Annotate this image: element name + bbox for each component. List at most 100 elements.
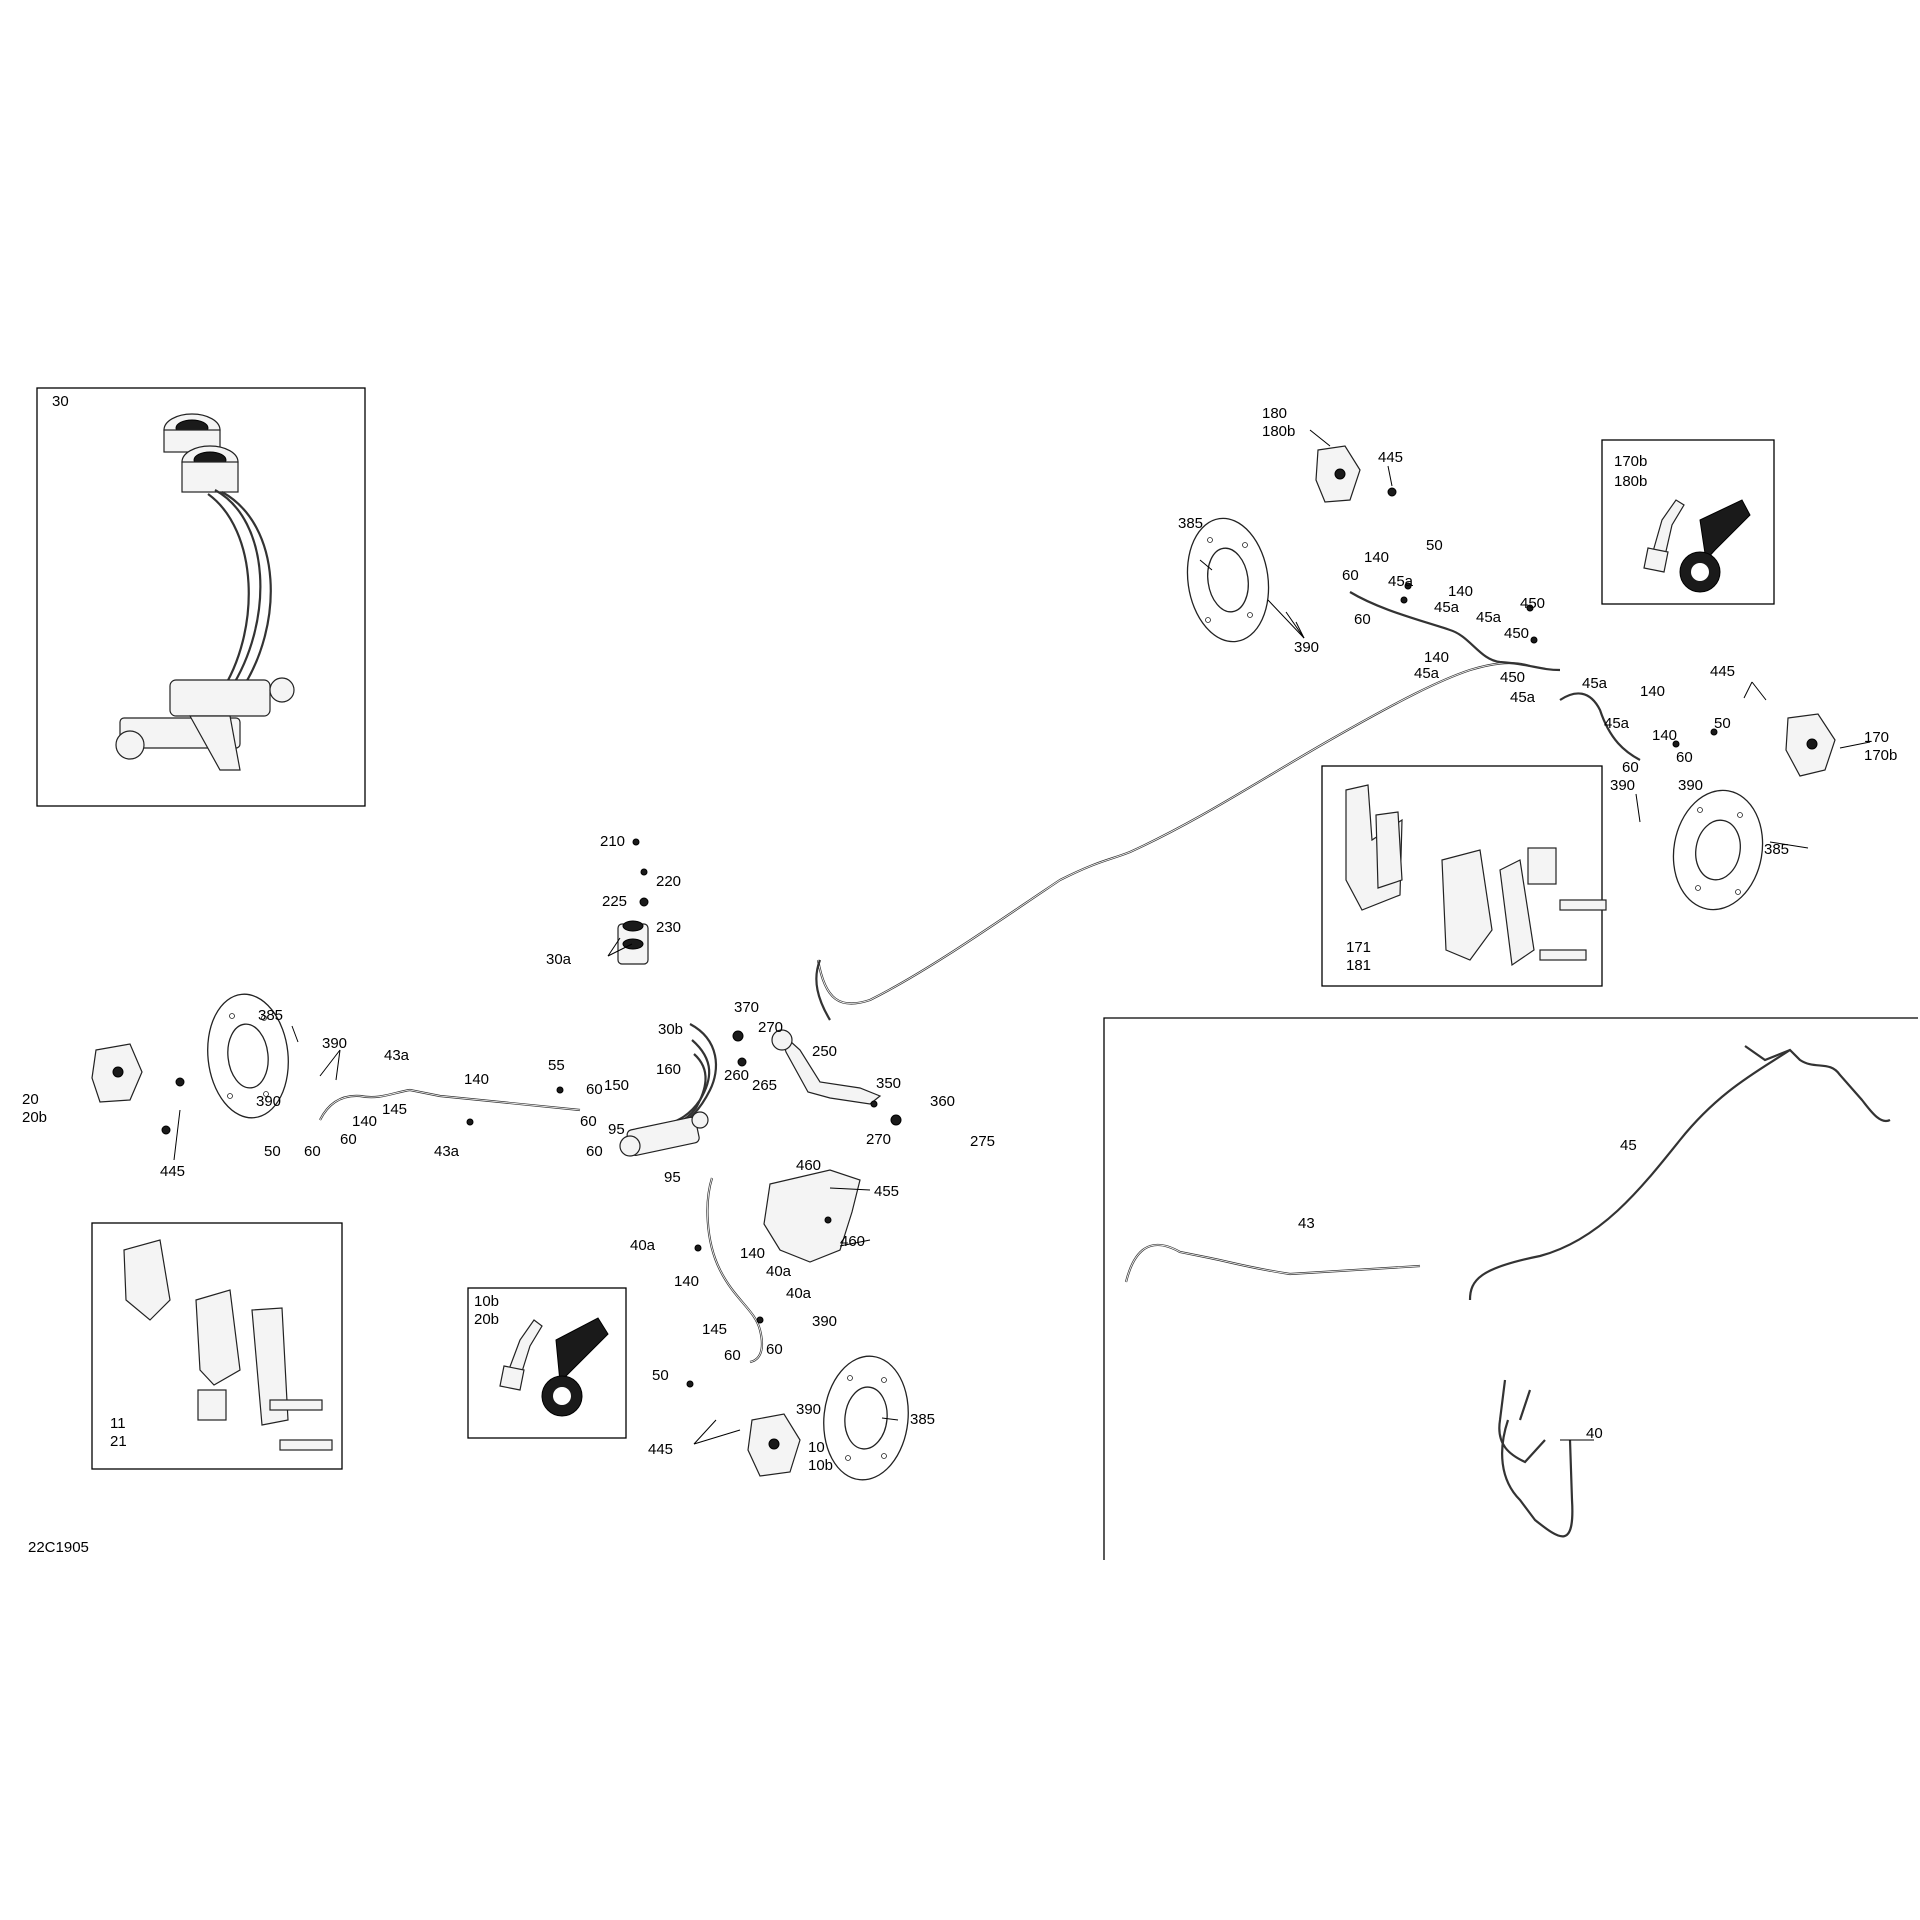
main-brake-line	[319, 591, 1641, 1364]
master-cylinder-30a	[617, 920, 649, 965]
label-260: 260	[724, 1067, 749, 1084]
label-20b: 20b	[22, 1109, 47, 1126]
callout-labels: 30 180 180b 445 385 50 140 60 45a 140 45…	[22, 393, 1897, 1556]
label-50: 50	[1426, 537, 1443, 554]
label-60: 60	[724, 1347, 741, 1364]
label-390: 390	[796, 1401, 821, 1418]
label-40a: 40a	[766, 1263, 792, 1280]
label-170b: 170b	[1864, 747, 1897, 764]
label-230: 230	[656, 919, 681, 936]
inset-bleeder-170b-180b	[1601, 439, 1775, 605]
label-390: 390	[1294, 639, 1319, 656]
label-30a: 30a	[546, 951, 572, 968]
label-43a: 43a	[384, 1047, 410, 1064]
brake-disc-bottom	[823, 1355, 909, 1481]
inset-master-cylinder-30	[36, 387, 366, 807]
fasteners	[161, 487, 1718, 1388]
label-390: 390	[1678, 777, 1703, 794]
label-10b: 10b	[808, 1457, 833, 1474]
caliper-top-180	[1315, 445, 1361, 503]
label-45a: 45a	[1388, 573, 1414, 590]
label-45a: 45a	[1476, 609, 1502, 626]
label-180: 180	[1262, 405, 1287, 422]
label-150: 150	[604, 1077, 629, 1094]
label-390: 390	[812, 1313, 837, 1330]
leader-lines	[173, 429, 1871, 1445]
label-445: 445	[160, 1163, 185, 1180]
label-171: 171	[1346, 939, 1371, 956]
label-450: 450	[1500, 669, 1525, 686]
label-60: 60	[1622, 759, 1639, 776]
label-40a: 40a	[786, 1285, 812, 1302]
label-140: 140	[1424, 649, 1449, 666]
label-11: 11	[110, 1415, 126, 1432]
label-265: 265	[752, 1077, 777, 1094]
label-60: 60	[1676, 749, 1693, 766]
caliper-left-20	[91, 1043, 143, 1103]
label-160: 160	[656, 1061, 681, 1078]
label-270: 270	[866, 1131, 891, 1148]
label-50: 50	[652, 1367, 669, 1384]
inset-brake-pads-171-181	[1321, 765, 1607, 987]
label-445: 445	[1378, 449, 1403, 466]
label-250: 250	[812, 1043, 837, 1060]
label-170b: 170b	[1614, 453, 1647, 470]
label-450: 450	[1520, 595, 1545, 612]
label-270: 270	[758, 1019, 783, 1036]
label-455: 455	[874, 1183, 899, 1200]
label-385: 385	[258, 1007, 283, 1024]
label-20b: 20b	[474, 1311, 499, 1328]
label-40: 40	[1586, 1425, 1603, 1442]
label-40a: 40a	[630, 1237, 656, 1254]
label-180b: 180b	[1262, 423, 1295, 440]
label-95: 95	[664, 1169, 681, 1186]
label-225: 225	[602, 893, 627, 910]
label-60: 60	[766, 1341, 783, 1358]
label-45a: 45a	[1434, 599, 1460, 616]
label-181: 181	[1346, 957, 1371, 974]
label-140: 140	[740, 1245, 765, 1262]
label-210: 210	[600, 833, 625, 850]
label-140: 140	[352, 1113, 377, 1130]
heat-shield-455	[763, 1169, 861, 1263]
label-30: 30	[52, 393, 69, 410]
label-10: 10	[808, 1439, 825, 1456]
label-450: 450	[1504, 625, 1529, 642]
label-45a: 45a	[1510, 689, 1536, 706]
master-cylinder-central	[619, 1111, 709, 1157]
label-10b: 10b	[474, 1293, 499, 1310]
label-95: 95	[608, 1121, 625, 1138]
label-60: 60	[1354, 611, 1371, 628]
brake-disc-top	[1186, 517, 1270, 643]
label-50: 50	[264, 1143, 281, 1160]
label-140: 140	[464, 1071, 489, 1088]
label-170: 170	[1864, 729, 1889, 746]
label-145: 145	[702, 1321, 727, 1338]
label-60: 60	[586, 1081, 603, 1098]
diagram-code: 22C1905	[28, 1539, 89, 1556]
label-45a: 45a	[1414, 665, 1440, 682]
label-460: 460	[840, 1233, 865, 1250]
label-140: 140	[1640, 683, 1665, 700]
label-45: 45	[1620, 1137, 1637, 1154]
label-140: 140	[1364, 549, 1389, 566]
label-30b: 30b	[658, 1021, 683, 1038]
label-55: 55	[548, 1057, 565, 1074]
label-385: 385	[1178, 515, 1203, 532]
label-60: 60	[586, 1143, 603, 1160]
label-370: 370	[734, 999, 759, 1016]
label-45a: 45a	[1604, 715, 1630, 732]
label-385: 385	[1764, 841, 1789, 858]
label-385: 385	[910, 1411, 935, 1428]
label-220: 220	[656, 873, 681, 890]
label-60: 60	[304, 1143, 321, 1160]
brake-disc-left	[207, 993, 289, 1119]
label-20: 20	[22, 1091, 39, 1108]
inset-bleeder-10b-20b	[467, 1287, 627, 1439]
caliper-bottom-10	[747, 1413, 801, 1477]
label-50: 50	[1714, 715, 1731, 732]
label-360: 360	[930, 1093, 955, 1110]
label-445: 445	[648, 1441, 673, 1458]
brake-lines-detail-frame	[1103, 1017, 1918, 1560]
